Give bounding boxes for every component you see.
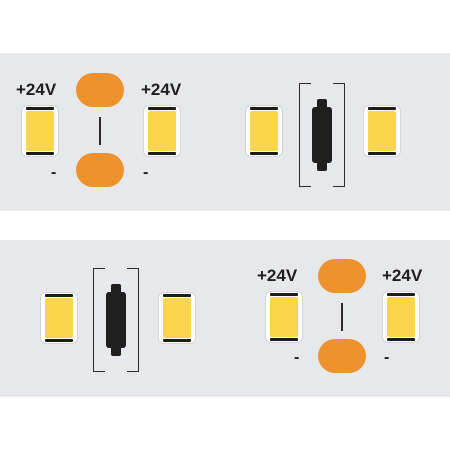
led-chip-icon xyxy=(246,106,282,156)
minus-label-right: - xyxy=(384,349,390,366)
voltage-label-left: +24V xyxy=(16,80,57,99)
cut-line xyxy=(341,303,343,331)
voltage-label-left: +24V xyxy=(257,266,298,285)
solder-pad-icon xyxy=(76,153,124,187)
minus-label-left: - xyxy=(51,164,57,181)
led-chip-icon xyxy=(266,292,302,342)
led-chip-icon xyxy=(383,292,419,342)
voltage-label-right: +24V xyxy=(141,80,182,99)
minus-label-left: - xyxy=(294,349,300,366)
led-chip-icon xyxy=(41,293,77,343)
solder-pad-icon xyxy=(318,259,366,293)
led-chip-icon xyxy=(144,106,180,156)
led-strip-bottom: +24V +24V - - xyxy=(0,240,450,397)
led-chip-icon xyxy=(364,106,400,156)
solder-pad-icon xyxy=(76,73,124,107)
solder-pad-icon xyxy=(318,339,366,373)
cut-line xyxy=(99,117,101,145)
connector-clip-icon xyxy=(299,83,345,187)
voltage-label-right: +24V xyxy=(382,266,423,285)
led-chip-icon xyxy=(22,106,58,156)
led-chip-icon xyxy=(159,293,195,343)
minus-label-right: - xyxy=(143,164,149,181)
led-strip-top: +24V +24V - - xyxy=(0,53,450,211)
connector-clip-icon xyxy=(93,268,139,372)
